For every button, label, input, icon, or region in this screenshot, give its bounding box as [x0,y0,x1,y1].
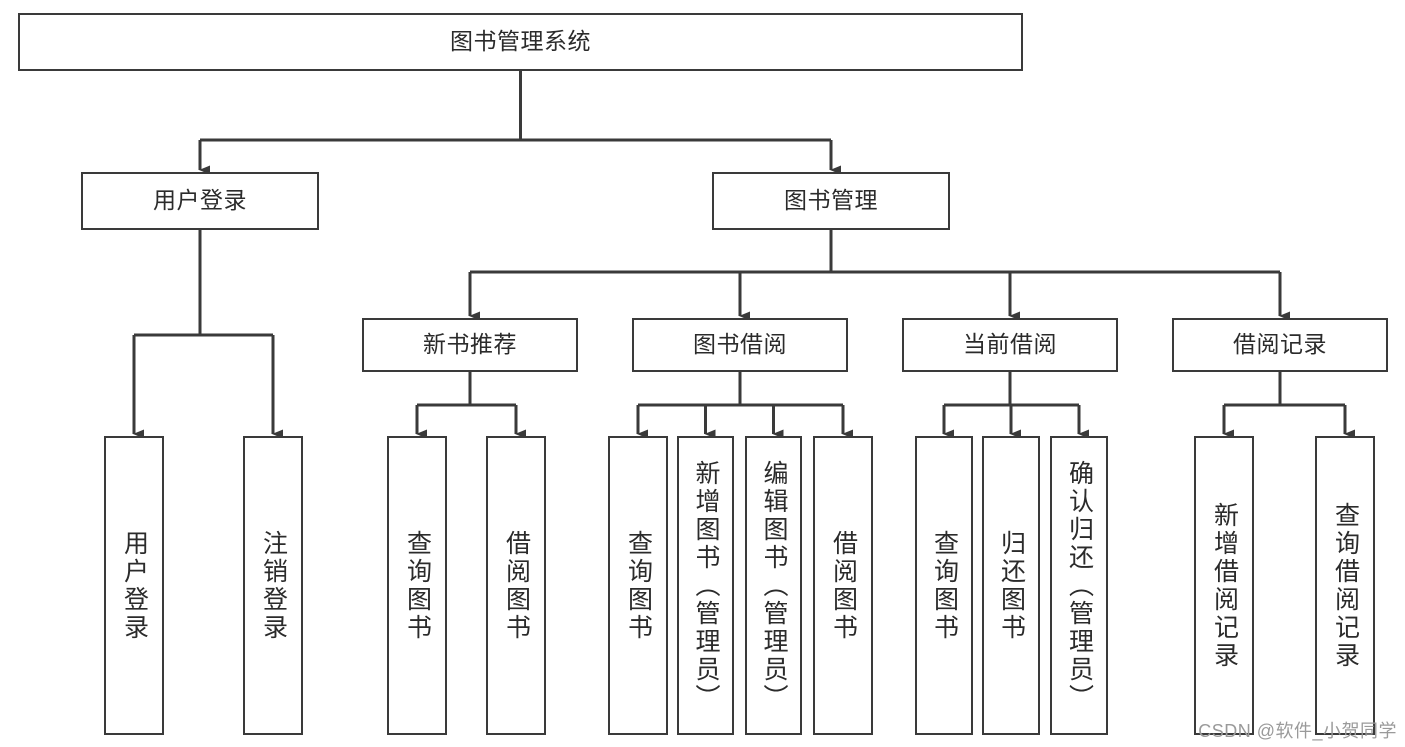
node-leaf-edit-book[interactable]: 编辑图书（管理员） [745,436,802,735]
node-label-leaf-logout: 注销登录 [259,529,288,642]
node-leaf-add-record[interactable]: 新增借阅记录 [1194,436,1254,735]
node-label-leaf-add-book: 新增图书（管理员） [692,459,720,712]
connector-group [132,71,1355,439]
node-label-current-borrow: 当前借阅 [963,331,1057,358]
node-book-borrow[interactable]: 图书借阅 [632,318,848,372]
node-label-leaf-return-book: 归还图书 [997,529,1026,642]
node-label-book-borrow: 图书借阅 [693,331,787,358]
node-user-login[interactable]: 用户登录 [81,172,319,230]
node-leaf-add-book[interactable]: 新增图书（管理员） [677,436,734,735]
node-leaf-user-login[interactable]: 用户登录 [104,436,164,735]
node-leaf-return-book[interactable]: 归还图书 [982,436,1040,735]
node-label-leaf-query-book-3: 查询图书 [930,529,959,642]
node-label-book-manage: 图书管理 [784,187,878,214]
node-label-leaf-confirm-return: 确认归还（管理员） [1065,459,1094,712]
node-borrow-record[interactable]: 借阅记录 [1172,318,1388,372]
node-leaf-borrow-book-2[interactable]: 借阅图书 [813,436,873,735]
node-label-leaf-query-book-1: 查询图书 [403,529,432,642]
node-label-new-book-rec: 新书推荐 [423,331,517,358]
node-leaf-query-record[interactable]: 查询借阅记录 [1315,436,1375,735]
node-label-leaf-borrow-book-2: 借阅图书 [829,529,858,642]
node-label-root: 图书管理系统 [450,28,591,55]
node-book-manage[interactable]: 图书管理 [712,172,950,230]
node-label-leaf-user-login: 用户登录 [120,529,149,642]
node-label-leaf-add-record: 新增借阅记录 [1210,501,1239,670]
node-leaf-confirm-return[interactable]: 确认归还（管理员） [1050,436,1108,735]
node-root[interactable]: 图书管理系统 [18,13,1023,71]
node-leaf-query-book-2[interactable]: 查询图书 [608,436,668,735]
node-label-user-login: 用户登录 [153,187,247,214]
node-leaf-query-book-3[interactable]: 查询图书 [915,436,973,735]
node-label-leaf-query-book-2: 查询图书 [624,529,653,642]
node-leaf-logout[interactable]: 注销登录 [243,436,303,735]
node-leaf-query-book-1[interactable]: 查询图书 [387,436,447,735]
node-label-borrow-record: 借阅记录 [1233,331,1327,358]
node-label-leaf-query-record: 查询借阅记录 [1331,501,1360,670]
node-new-book-rec[interactable]: 新书推荐 [362,318,578,372]
node-current-borrow[interactable]: 当前借阅 [902,318,1118,372]
node-leaf-borrow-book-1[interactable]: 借阅图书 [486,436,546,735]
node-label-leaf-borrow-book-1: 借阅图书 [502,529,531,642]
node-label-leaf-edit-book: 编辑图书（管理员） [760,459,788,712]
